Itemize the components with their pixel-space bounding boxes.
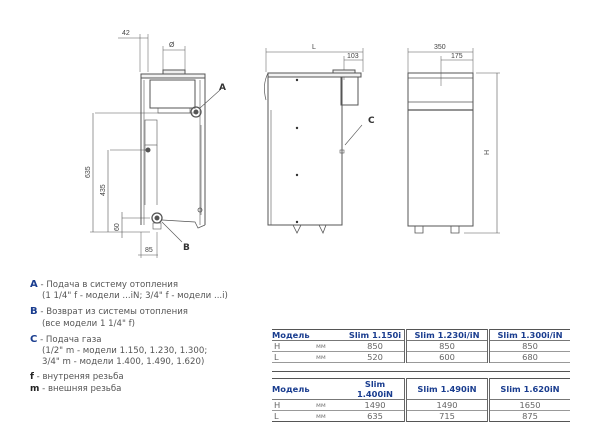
- dim-635: 635: [85, 166, 92, 178]
- cell-value: 600: [404, 351, 489, 363]
- spec-table-2: Модель Slim 1.400iN Slim 1.490iN Slim 1.…: [272, 378, 570, 422]
- legend-key: B: [30, 306, 38, 318]
- rear-view: [407, 48, 500, 234]
- dim-103: 103: [347, 53, 359, 60]
- legend-detail: (1 1/4" f - модели ...iN; 3/4" f - модел…: [42, 291, 228, 302]
- cell-value: 850: [487, 340, 570, 352]
- dim-435: 435: [100, 184, 107, 196]
- dim-H: H: [484, 150, 491, 155]
- header-model-name: Slim 1.400iN: [356, 379, 394, 399]
- legend-text: - внутреняя резьба: [33, 372, 124, 383]
- legend-text: - Возврат из системы отопления: [37, 307, 188, 318]
- cell-value: 680: [487, 351, 570, 363]
- legend-item-C: C - Подача газа (1/2" m - модели 1.150, …: [30, 334, 265, 369]
- dim-350: 350: [434, 44, 446, 51]
- param-unit: мм: [316, 342, 326, 350]
- legend-text: - Подача в систему отопления: [37, 280, 179, 290]
- dim-flue-diameter: Ø: [169, 42, 175, 49]
- header-model: Модель: [272, 330, 310, 340]
- cell-value: 715: [404, 410, 489, 422]
- cell-value: 1490: [364, 400, 386, 410]
- front-view: [90, 34, 221, 258]
- header-model: Модель: [272, 384, 310, 394]
- param-name: L: [274, 411, 279, 421]
- cell-value: 520: [367, 352, 383, 362]
- dim-42: 42: [122, 30, 130, 37]
- dim-85: 85: [145, 247, 153, 254]
- callout-A: A: [219, 83, 226, 93]
- legend-note-f: f - внутреняя резьба: [30, 372, 265, 383]
- cell-value: 850: [404, 340, 489, 352]
- param-name: L: [274, 352, 279, 362]
- dim-L: L: [312, 44, 316, 51]
- legend-detail: 3/4" m - модели 1.400, 1.490, 1.620): [42, 357, 205, 368]
- header-model-name: Slim 1.490iN: [404, 378, 489, 400]
- legend-key: A: [30, 279, 38, 290]
- connection-legend: A - Подача в систему отопления (1 1/4" f…: [30, 279, 265, 395]
- legend-key: m: [30, 383, 40, 394]
- side-view-dots: [295, 78, 299, 224]
- cell-value: 1490: [404, 399, 489, 411]
- legend-key: f: [30, 372, 34, 383]
- header-model-name: Slim 1.300i/iN: [487, 329, 570, 341]
- param-unit: мм: [316, 353, 326, 361]
- legend-detail: (1/2" m - модели 1.150, 1.230, 1.300;: [42, 346, 208, 357]
- dim-60: 60: [114, 223, 121, 231]
- cell-value: 850: [367, 341, 383, 351]
- side-view: [264, 48, 364, 234]
- param-name: H: [274, 341, 281, 351]
- table-row: H мм 850 850 850: [272, 340, 570, 352]
- callout-C: C: [368, 116, 375, 126]
- legend-item-A: A - Подача в систему отопления (1 1/4" f…: [30, 279, 265, 302]
- table-row: L мм 520 600 680: [272, 351, 570, 363]
- cell-value: 1650: [487, 399, 570, 411]
- cell-value: 875: [487, 410, 570, 422]
- legend-text: - внешняя резьба: [39, 383, 122, 394]
- legend-text: - Подача газа: [37, 334, 102, 345]
- table-row: L мм 635 715 875: [272, 410, 570, 422]
- header-model-name: Slim 1.620iN: [487, 378, 570, 400]
- dim-175: 175: [451, 53, 463, 60]
- technical-drawing: 42 Ø 635 435 60 85 A B L 103 C: [85, 30, 500, 258]
- legend-note-m: m - внешняя резьба: [30, 384, 265, 395]
- header-model-name: Slim 1.230i/iN: [404, 329, 489, 341]
- legend-key: C: [30, 333, 38, 345]
- param-unit: мм: [316, 412, 326, 420]
- spec-table-1: Модель Slim 1.150i Slim 1.230i/iN Slim 1…: [272, 329, 570, 372]
- param-name: H: [274, 400, 281, 410]
- callout-B: B: [183, 243, 190, 253]
- param-unit: мм: [316, 401, 326, 409]
- legend-detail: (все модели 1 1/4" f): [42, 318, 136, 329]
- cell-value: 635: [367, 411, 383, 421]
- header-model-name: Slim 1.150i: [348, 330, 402, 340]
- legend-item-B: B - Возврат из системы отопления (все мо…: [30, 306, 265, 329]
- table-row: H мм 1490 1490 1650: [272, 399, 570, 411]
